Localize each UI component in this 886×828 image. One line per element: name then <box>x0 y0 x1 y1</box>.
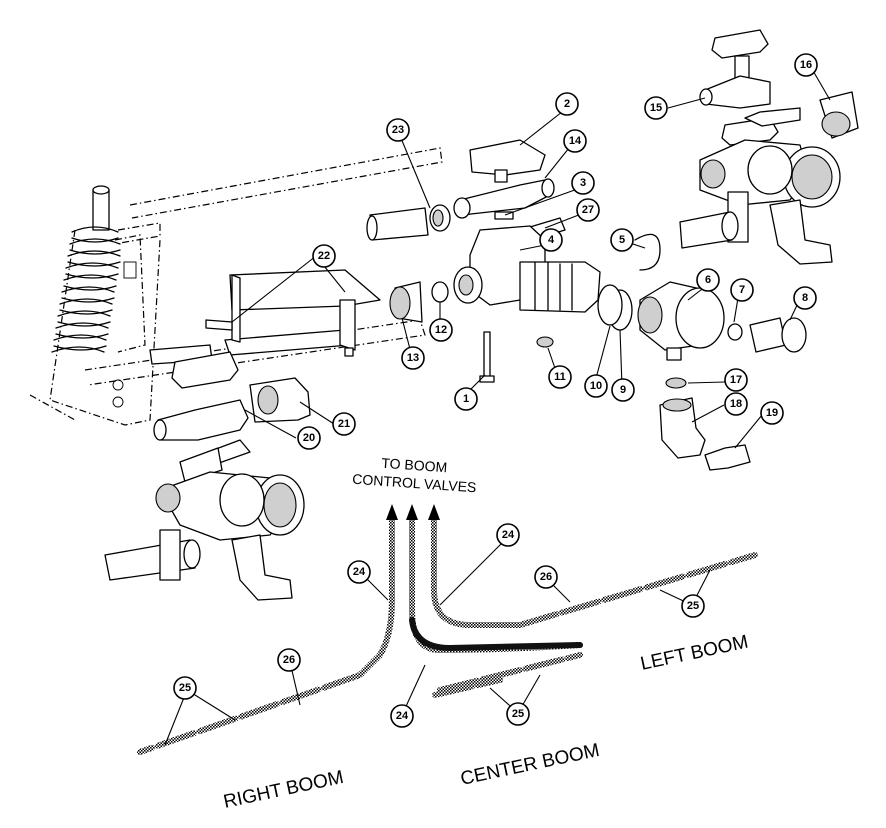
svg-text:25: 25 <box>179 682 191 694</box>
hose-lines <box>137 504 758 755</box>
callout-10: 10 <box>584 374 608 398</box>
svg-text:6: 6 <box>705 274 711 286</box>
svg-text:22: 22 <box>318 250 330 262</box>
callout-8: 8 <box>793 286 817 310</box>
to-boom-label-line1: TO BOOM <box>381 455 448 476</box>
callout-12: 12 <box>429 318 453 342</box>
callout-24-left: 24 <box>347 560 371 584</box>
callout-26-left: 26 <box>534 565 558 589</box>
svg-text:1: 1 <box>463 393 469 405</box>
svg-text:13: 13 <box>407 352 419 364</box>
svg-text:26: 26 <box>283 654 295 666</box>
callout-2: 2 <box>555 92 579 116</box>
callout-11: 11 <box>548 365 572 389</box>
top-valve-assembly <box>679 29 859 265</box>
callout-5: 5 <box>610 228 634 252</box>
svg-text:25: 25 <box>687 600 699 612</box>
leader-lines <box>164 68 831 746</box>
callout-25-left-boom: 25 <box>681 594 705 618</box>
callout-21: 21 <box>332 412 356 436</box>
svg-text:10: 10 <box>590 380 602 392</box>
right-boom-label: RIGHT BOOM <box>222 767 346 813</box>
callout-20: 20 <box>297 426 321 450</box>
svg-text:20: 20 <box>303 432 315 444</box>
svg-text:16: 16 <box>800 59 812 71</box>
boom-bracket-assembly <box>149 269 381 365</box>
svg-text:24: 24 <box>353 566 366 578</box>
center-valve-assembly <box>366 139 807 471</box>
svg-text:24: 24 <box>396 710 409 722</box>
svg-text:3: 3 <box>580 177 586 189</box>
callout-26-right: 26 <box>277 648 301 672</box>
svg-text:14: 14 <box>569 135 582 147</box>
svg-text:2: 2 <box>564 98 570 110</box>
callout-25-center-boom: 25 <box>506 702 530 726</box>
svg-text:23: 23 <box>392 124 404 136</box>
to-boom-label-line2: CONTROL VALVES <box>352 471 477 496</box>
svg-text:5: 5 <box>619 234 625 246</box>
callout-1: 1 <box>454 387 478 411</box>
left-valve-assembly <box>104 351 311 601</box>
spring-coil <box>51 185 121 353</box>
svg-text:19: 19 <box>766 407 778 419</box>
svg-text:15: 15 <box>650 102 662 114</box>
callout-19: 19 <box>760 401 784 425</box>
svg-text:4: 4 <box>548 234 555 246</box>
left-boom-label: LEFT BOOM <box>639 632 750 675</box>
svg-text:25: 25 <box>512 708 524 720</box>
svg-text:8: 8 <box>802 292 808 304</box>
callout-13: 13 <box>401 346 425 370</box>
callout-25-right-boom: 25 <box>173 676 197 700</box>
svg-text:18: 18 <box>730 398 742 410</box>
svg-text:9: 9 <box>620 384 626 396</box>
callout-24-top: 24 <box>496 523 520 547</box>
callout-27: 27 <box>576 198 600 222</box>
callout-22: 22 <box>312 244 336 268</box>
callout-9: 9 <box>611 378 635 402</box>
callout-6: 6 <box>696 268 720 292</box>
callout-4: 4 <box>539 228 563 252</box>
svg-text:21: 21 <box>338 418 350 430</box>
svg-text:24: 24 <box>502 529 515 541</box>
callout-15: 15 <box>644 96 668 120</box>
callout-24-bottom: 24 <box>390 704 414 728</box>
callout-bubbles: 1 2 3 4 5 6 7 8 9 10 11 12 13 14 15 16 1… <box>173 53 818 728</box>
callout-16: 16 <box>794 53 818 77</box>
svg-text:7: 7 <box>739 284 745 296</box>
callout-14: 14 <box>563 129 587 153</box>
callout-18: 18 <box>724 392 748 416</box>
callout-17: 17 <box>724 368 748 392</box>
svg-text:17: 17 <box>730 374 742 386</box>
svg-text:27: 27 <box>582 204 594 216</box>
svg-text:11: 11 <box>554 371 566 383</box>
callout-23: 23 <box>386 118 410 142</box>
svg-text:12: 12 <box>435 324 447 336</box>
callout-7: 7 <box>730 278 754 302</box>
callout-3: 3 <box>571 171 595 195</box>
center-boom-label: CENTER BOOM <box>459 740 602 790</box>
svg-text:26: 26 <box>540 571 552 583</box>
